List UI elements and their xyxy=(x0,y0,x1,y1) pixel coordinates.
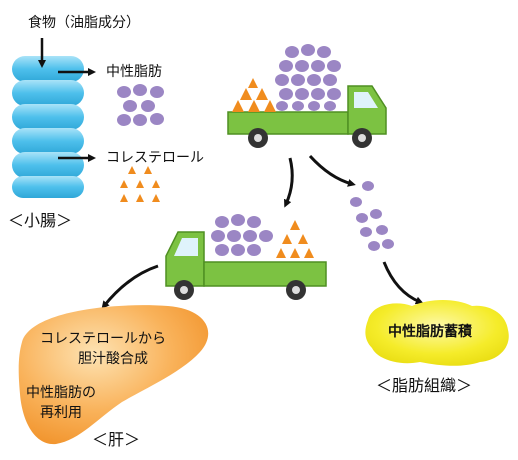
liver-text-line4: 再利用 xyxy=(40,405,82,421)
truck-icon xyxy=(165,214,327,300)
food-label: 食物（油脂成分） xyxy=(28,15,140,31)
cholesterol-label: コレステロール xyxy=(106,150,204,166)
neutral-fat-particles xyxy=(117,84,164,126)
liver-text-line3: 中性脂肪の xyxy=(26,385,96,401)
adipose-tissue-label: ＜脂肪組織＞ xyxy=(376,376,473,395)
truck-icon xyxy=(227,44,387,148)
liver-label: ＜肝＞ xyxy=(92,430,141,449)
intestine-arrows xyxy=(38,38,96,162)
small-intestine-label: ＜小腸＞ xyxy=(8,211,73,230)
liver-shape xyxy=(18,305,209,445)
adipose-blob-label: 中性脂肪蓄積 xyxy=(388,324,472,340)
adipose-fat-blob xyxy=(365,300,509,366)
neutral-fat-label: 中性脂肪 xyxy=(106,64,162,80)
cholesterol-triangles xyxy=(120,166,160,202)
flow-arrows xyxy=(101,154,424,310)
falling-fat-particles xyxy=(350,181,394,251)
liver-text-line1: コレステロールから xyxy=(40,331,166,347)
small-intestine-illustration xyxy=(12,56,84,198)
liver-text-line2: 胆汁酸合成 xyxy=(78,351,148,367)
